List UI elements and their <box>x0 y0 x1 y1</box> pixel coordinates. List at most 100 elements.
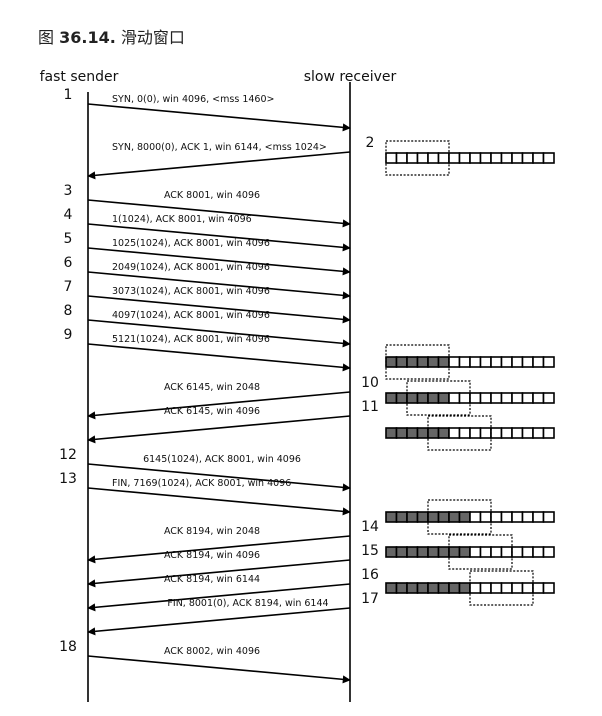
message-arrow-12 <box>87 463 351 492</box>
window-state-5 <box>385 499 555 535</box>
window-state-1 <box>385 140 555 176</box>
buffer-slot <box>500 356 513 368</box>
buffer-slot <box>500 152 513 164</box>
window-frame <box>406 380 471 416</box>
window-frame <box>469 570 534 606</box>
step-number-5: 5 <box>64 231 73 247</box>
window-state-6 <box>385 534 555 570</box>
figure-prefix: 图 <box>38 28 55 47</box>
buffer-slot <box>521 582 534 594</box>
buffer-slot <box>458 152 471 164</box>
step-number-9: 9 <box>64 327 73 343</box>
buffer-slot <box>437 356 450 368</box>
buffer-slot <box>385 582 398 594</box>
buffer-slot <box>427 427 440 439</box>
step-number-10: 10 <box>361 375 379 391</box>
buffer-slot <box>490 427 503 439</box>
buffer-slot <box>490 392 503 404</box>
buffer-slot <box>511 511 524 523</box>
buffer-slot <box>490 511 503 523</box>
step-number-4: 4 <box>64 207 73 223</box>
buffer-slot <box>437 392 450 404</box>
figure-title: 图 36.14. 滑动窗口 <box>38 24 185 48</box>
buffer-slot <box>521 546 534 558</box>
message-label-3: ACK 8001, win 4096 <box>164 190 260 201</box>
buffer-slot <box>427 356 440 368</box>
message-label-2: SYN, 8000(0), ACK 1, win 6144, <mss 1024… <box>112 142 327 153</box>
buffer-slot <box>416 546 429 558</box>
buffer-slot <box>479 511 492 523</box>
buffer-slot <box>427 392 440 404</box>
buffer-slot <box>458 356 471 368</box>
buffer-slot <box>406 152 419 164</box>
buffer-slot <box>500 511 513 523</box>
step-number-8: 8 <box>64 303 73 319</box>
message-label-16: ACK 8194, win 6144 <box>164 574 260 585</box>
buffer-slot <box>532 152 545 164</box>
buffer-slot <box>406 392 419 404</box>
message-arrow-14 <box>87 535 351 564</box>
step-number-12: 12 <box>59 447 77 463</box>
buffer-slot <box>395 356 408 368</box>
buffer-slot <box>542 152 555 164</box>
step-number-16: 16 <box>361 567 379 583</box>
message-label-8: 4097(1024), ACK 8001, win 4096 <box>112 310 270 321</box>
buffer-slot <box>479 582 492 594</box>
buffer-slot <box>448 511 461 523</box>
message-label-13: FIN, 7169(1024), ACK 8001, win 4096 <box>112 478 291 489</box>
message-label-18: ACK 8002, win 4096 <box>164 646 260 657</box>
buffer-slot <box>406 427 419 439</box>
step-number-1: 1 <box>64 87 73 103</box>
buffer-slot <box>437 511 450 523</box>
buffer-slot <box>490 582 503 594</box>
buffer-slot <box>437 546 450 558</box>
message-label-9: 5121(1024), ACK 8001, win 4096 <box>112 334 270 345</box>
message-label-7: 3073(1024), ACK 8001, win 4096 <box>112 286 270 297</box>
figure-number: 36.14. <box>59 28 116 47</box>
step-number-14: 14 <box>361 519 379 535</box>
buffer-slot <box>427 582 440 594</box>
window-state-4 <box>385 415 555 451</box>
window-state-3 <box>385 380 555 416</box>
buffer-slot <box>448 546 461 558</box>
window-diagrams <box>385 140 555 606</box>
buffer-slot <box>385 511 398 523</box>
message-label-17: FIN, 8001(0), ACK 8194, win 6144 <box>167 598 328 609</box>
buffer-slot <box>416 152 429 164</box>
buffer-slot <box>521 152 534 164</box>
buffer-slot <box>406 582 419 594</box>
buffer-slot <box>385 356 398 368</box>
message-label-10: ACK 6145, win 2048 <box>164 382 260 393</box>
buffer-slot <box>500 546 513 558</box>
buffer-slot <box>542 427 555 439</box>
receiver-column-label: slow receiver <box>304 69 397 85</box>
buffer-slot <box>469 511 482 523</box>
buffer-slot <box>469 152 482 164</box>
buffer-slot <box>542 392 555 404</box>
buffer-slot <box>490 356 503 368</box>
buffer-slot <box>542 356 555 368</box>
buffer-slot <box>542 582 555 594</box>
message-arrow-18 <box>87 655 351 684</box>
buffer-slot <box>500 392 513 404</box>
buffer-slot <box>437 427 450 439</box>
buffer-slot <box>416 427 429 439</box>
buffer-slot <box>532 511 545 523</box>
buffer-slot <box>448 427 461 439</box>
buffer-slot <box>521 392 534 404</box>
message-arrow-1 <box>87 103 351 132</box>
buffer-slot <box>385 427 398 439</box>
buffer-slot <box>448 356 461 368</box>
message-label-15: ACK 8194, win 4096 <box>164 550 260 561</box>
buffer-slot <box>437 152 450 164</box>
buffer-slot <box>416 392 429 404</box>
buffer-slot <box>469 582 482 594</box>
window-frame <box>385 140 450 176</box>
message-arrow-3 <box>87 199 351 228</box>
buffer-slot <box>511 582 524 594</box>
message-label-1: SYN, 0(0), win 4096, <mss 1460> <box>112 94 274 105</box>
buffer-slot <box>437 582 450 594</box>
step-number-3: 3 <box>64 183 73 199</box>
buffer-slot <box>511 546 524 558</box>
